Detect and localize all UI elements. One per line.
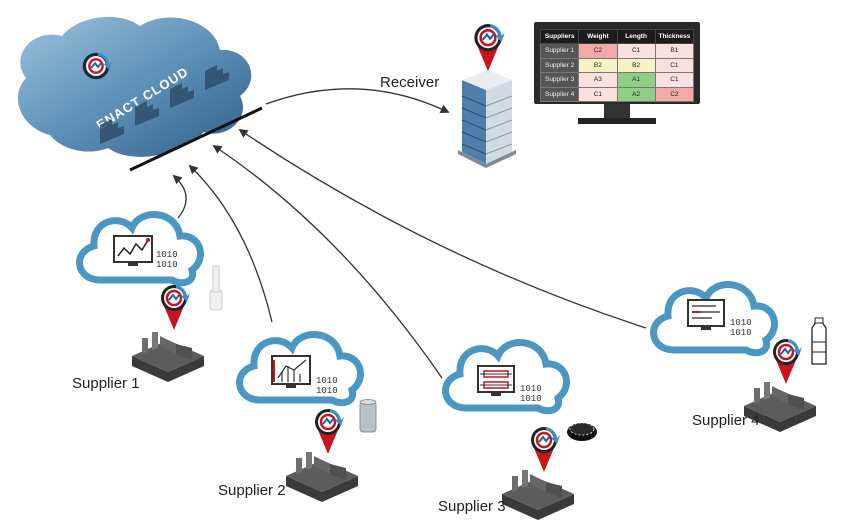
building-icon — [458, 70, 516, 168]
table-cell: B2 — [616, 57, 656, 73]
table-cell: C2 — [578, 43, 618, 59]
table-header: Suppliers — [539, 29, 580, 44]
supplier-3-label: Supplier 3 — [438, 498, 506, 515]
enact-cloud — [17, 16, 252, 157]
receiver-location-pin-icon — [473, 22, 507, 73]
svg-text:1010: 1010 — [730, 328, 752, 338]
bottle-icon — [811, 317, 827, 365]
svg-text:1010: 1010 — [156, 250, 178, 260]
table-cell: C1 — [654, 72, 695, 88]
factory-icon — [502, 470, 574, 520]
table-cell-supplier: Supplier 1 — [539, 43, 580, 59]
table-cell: A3 — [578, 72, 618, 88]
table-cell: B2 — [578, 57, 618, 73]
supplier-2-location-pin-icon — [313, 407, 346, 456]
supplier-4-group: 1010 1010 — [654, 285, 827, 432]
cloud-logo-icon — [82, 52, 113, 80]
supplier-2-group: 1010 1010 — [240, 335, 377, 502]
arrow-supplier-4 — [238, 128, 647, 329]
arrow-supplier-2 — [188, 164, 273, 323]
process-monitor-icon — [477, 365, 515, 396]
data-flow-arrows — [172, 88, 647, 379]
chart-monitor-icon — [113, 235, 153, 266]
svg-text:1010: 1010 — [730, 318, 752, 328]
can-icon — [359, 399, 377, 433]
factory-icon — [132, 332, 204, 382]
chart-monitor-icon — [271, 355, 311, 388]
supplier-4-label: Supplier 4 — [692, 412, 760, 429]
gantt-monitor-icon — [687, 299, 725, 330]
table-cell-supplier: Supplier 3 — [539, 72, 580, 88]
supplier-4-location-pin-icon — [771, 337, 804, 386]
bottle-cap-icon — [567, 422, 597, 441]
svg-text:1010: 1010 — [316, 386, 338, 396]
table-header-row: Suppliers Weight Length Thickness — [539, 29, 695, 44]
table-cell: B1 — [654, 43, 695, 59]
cloud-gateway-line — [129, 106, 263, 172]
supplier-3-location-pin-icon — [529, 425, 562, 474]
supplier-1-label: Supplier 1 — [72, 375, 140, 392]
supplier-1-group: 1010 1010 — [80, 215, 223, 382]
table-cell: C1 — [616, 43, 656, 59]
table-cell: C1 — [578, 86, 618, 102]
table-cell: A1 — [616, 72, 656, 88]
table-header: Thickness — [654, 29, 695, 44]
bottle-icon — [209, 265, 223, 311]
table-cell: C1 — [654, 57, 695, 73]
svg-text:1010: 1010 — [520, 384, 542, 394]
svg-text:1010: 1010 — [316, 376, 338, 386]
table-header: Length — [616, 29, 656, 44]
arrow-supplier-3 — [212, 144, 443, 379]
supplier-1-location-pin-icon — [159, 283, 192, 332]
table-cell-supplier: Supplier 4 — [539, 86, 580, 102]
receiver-label: Receiver — [380, 74, 440, 91]
svg-text:1010: 1010 — [156, 260, 178, 270]
arrow-supplier-1 — [172, 174, 187, 219]
supplier-3-group: 1010 1010 — [446, 343, 597, 520]
arrow-cloud-to-receiver — [265, 88, 450, 113]
supplier-quality-table: Suppliers Weight Length Thickness Suppli… — [539, 29, 695, 102]
table-header: Weight — [578, 29, 618, 44]
factory-icon — [286, 452, 358, 502]
table-cell: C2 — [654, 86, 695, 102]
svg-text:1010: 1010 — [520, 394, 542, 404]
cloud-factories — [100, 65, 229, 144]
table-cell: A2 — [616, 86, 656, 102]
supplier-2-label: Supplier 2 — [218, 482, 286, 499]
table-cell-supplier: Supplier 2 — [539, 57, 580, 73]
